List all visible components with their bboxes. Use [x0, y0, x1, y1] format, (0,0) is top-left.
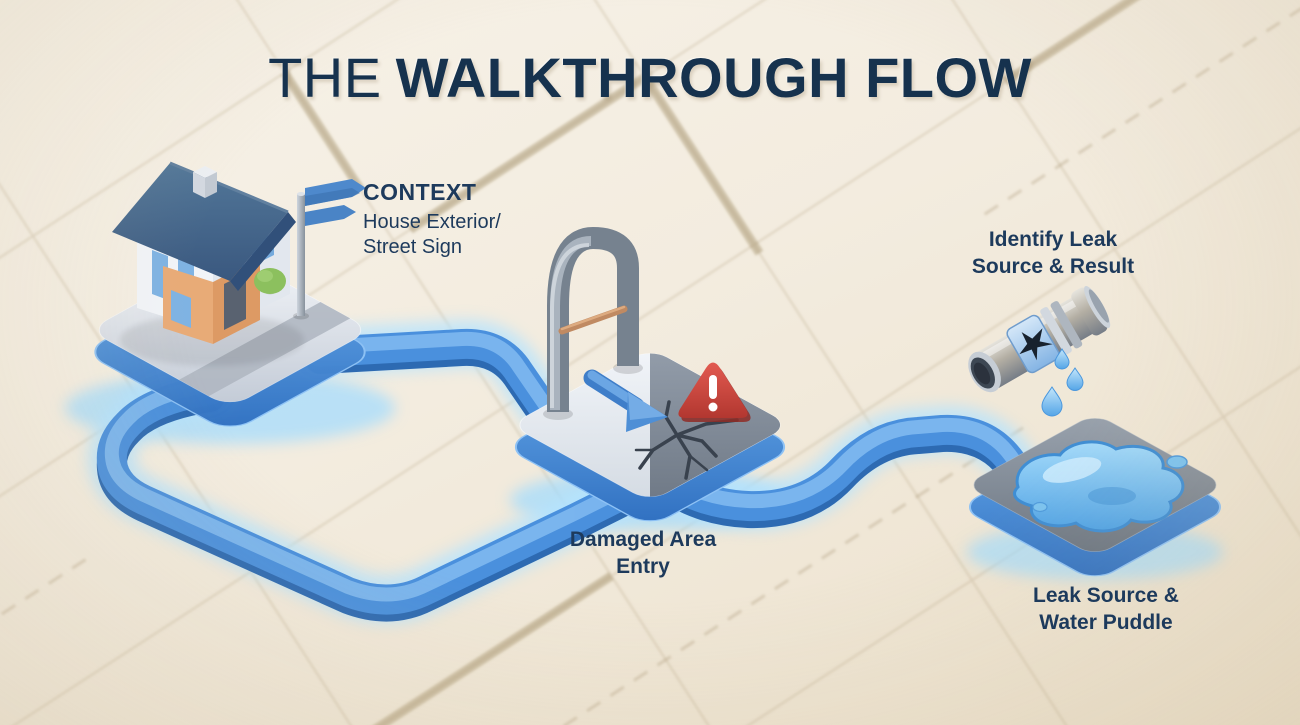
chimney — [193, 166, 217, 198]
label-identify-leak: Identify Leak Source & Result — [933, 226, 1173, 280]
bush-icon — [254, 268, 286, 294]
station-leak-source — [968, 286, 1221, 577]
label-leak-source: Leak Source & Water Puddle — [986, 582, 1226, 636]
arch-crossbar — [558, 305, 628, 335]
flow-path — [87, 319, 1050, 624]
title-main: WALKTHROUGH FLOW — [395, 46, 1032, 109]
label-context: CONTEXT House Exterior/ Street Sign — [363, 179, 501, 260]
title-prefix: THE — [268, 46, 382, 109]
station-damaged-area — [514, 226, 791, 522]
entry-arrow-icon — [583, 369, 668, 432]
context-heading: CONTEXT — [363, 179, 477, 205]
cracked-pipe-icon — [968, 286, 1111, 417]
water-puddle-icon — [1013, 440, 1188, 533]
house-icon — [112, 161, 296, 344]
leak-line2: Water Puddle — [1039, 611, 1173, 634]
street-sign-icon — [293, 179, 366, 320]
context-line2: Street Sign — [363, 236, 462, 258]
leak-line1: Leak Source & — [1033, 584, 1179, 607]
pipe-crack-star — [1019, 328, 1053, 361]
archway-icon — [543, 226, 643, 420]
identify-line1: Identify Leak — [988, 228, 1118, 251]
context-line1: House Exterior/ — [363, 211, 501, 233]
warning-icon — [678, 362, 751, 422]
water-drips — [1041, 348, 1084, 417]
damaged-line1: Damaged Area — [569, 528, 717, 551]
station-context — [94, 161, 366, 427]
identify-line2: Source & Result — [971, 255, 1135, 278]
label-damaged-area: Damaged Area Entry — [533, 526, 753, 580]
floor-crack — [634, 400, 739, 480]
damaged-line2: Entry — [616, 555, 670, 578]
house-roof — [112, 163, 288, 281]
cracked-gray-half — [650, 347, 791, 503]
